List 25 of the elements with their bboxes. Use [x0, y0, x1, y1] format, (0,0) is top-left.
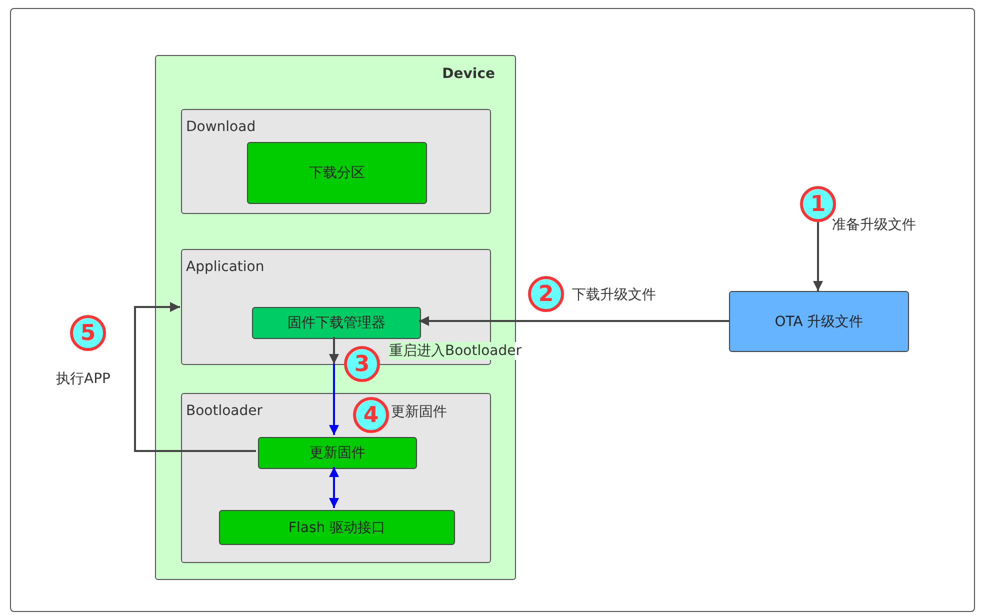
step-label: 重启进入Bootloader — [389, 342, 522, 360]
step-circle: 2 — [528, 276, 564, 312]
module-box: 更新固件 — [258, 437, 417, 469]
arrow — [329, 467, 339, 508]
module-box: 下载分区 — [247, 142, 427, 204]
step-label: 更新固件 — [391, 403, 447, 421]
region-box — [181, 109, 491, 214]
step-circle: 3 — [344, 346, 380, 382]
arrow — [419, 316, 729, 326]
step-label: 下载升级文件 — [572, 286, 656, 304]
step-circle: 4 — [353, 397, 389, 433]
step-circle: 5 — [70, 315, 106, 351]
box-title: Device — [442, 66, 495, 82]
arrow — [329, 337, 339, 364]
arrow — [813, 222, 823, 291]
arrow — [134, 302, 256, 452]
step-label: 执行APP — [56, 370, 110, 388]
module-box: 固件下载管理器 — [252, 307, 421, 339]
module-box: Flash 驱动接口 — [219, 510, 455, 545]
region-box — [181, 393, 491, 563]
file-box: OTA 升级文件 — [729, 291, 909, 352]
box-title: Application — [186, 259, 264, 275]
box-title: Bootloader — [186, 403, 263, 419]
box-title: Download — [186, 119, 256, 135]
arrow — [329, 364, 339, 435]
